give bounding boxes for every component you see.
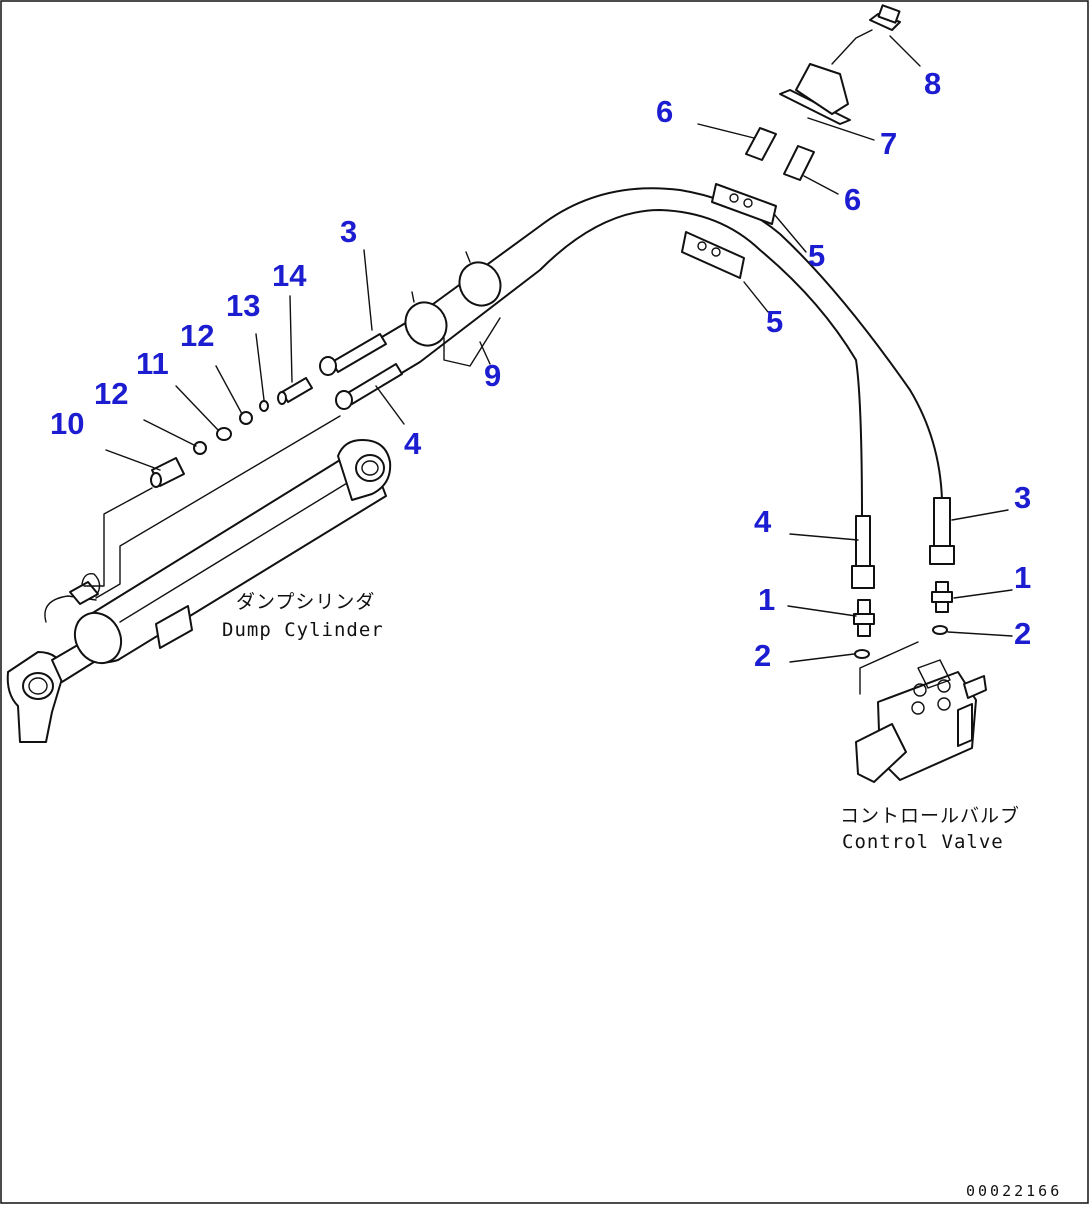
label-part-14: 14 <box>272 258 307 293</box>
sleeves <box>745 127 815 181</box>
drawing-code: 00022166 <box>966 1182 1062 1200</box>
control-valve <box>855 641 987 783</box>
label-part-11: 11 <box>136 346 169 381</box>
hose-assembly <box>319 187 955 589</box>
label-part-2: 2 <box>1014 616 1031 651</box>
label-part-3-second: 3 <box>1014 480 1031 515</box>
label-part-9: 9 <box>484 358 501 393</box>
label-part-5: 5 <box>808 238 825 273</box>
label-part-13: 13 <box>226 288 260 323</box>
bracket-and-bolt <box>779 4 901 125</box>
label-part-3: 3 <box>340 214 357 249</box>
label-part-4: 4 <box>404 426 422 461</box>
leader-lines <box>105 35 1013 663</box>
label-part-4-second: 4 <box>754 504 772 539</box>
label-part-2-second: 2 <box>754 638 771 673</box>
part-number-labels: 3 4 14 13 12 11 12 10 9 6 6 5 5 7 8 3 4 … <box>50 66 1031 673</box>
label-part-7: 7 <box>880 126 897 161</box>
hose-clamps <box>404 251 502 367</box>
caption-dump-cylinder-en: Dump Cylinder <box>222 619 384 641</box>
label-part-6: 6 <box>656 94 673 129</box>
dump-cylinder <box>6 439 392 743</box>
label-part-8: 8 <box>924 66 941 101</box>
label-part-1: 1 <box>1014 560 1031 595</box>
caption-dump-cylinder-jp: ダンプシリンダ <box>236 591 375 613</box>
label-part-10: 10 <box>50 406 84 441</box>
label-part-1-second: 1 <box>758 582 775 617</box>
cylinder-fittings <box>150 377 313 488</box>
leader-cylinder-line <box>95 415 341 599</box>
label-part-12-second: 12 <box>94 376 128 411</box>
label-part-6-second: 6 <box>844 182 861 217</box>
valve-fittings <box>853 581 953 659</box>
caption-control-valve-jp: コントロールバルブ <box>840 804 1020 827</box>
caption-control-valve-en: Control Valve <box>842 831 1004 853</box>
label-part-12: 12 <box>180 318 214 353</box>
label-part-5-second: 5 <box>766 304 783 339</box>
leader-cylinder-port <box>83 487 153 587</box>
grommets <box>681 183 777 279</box>
